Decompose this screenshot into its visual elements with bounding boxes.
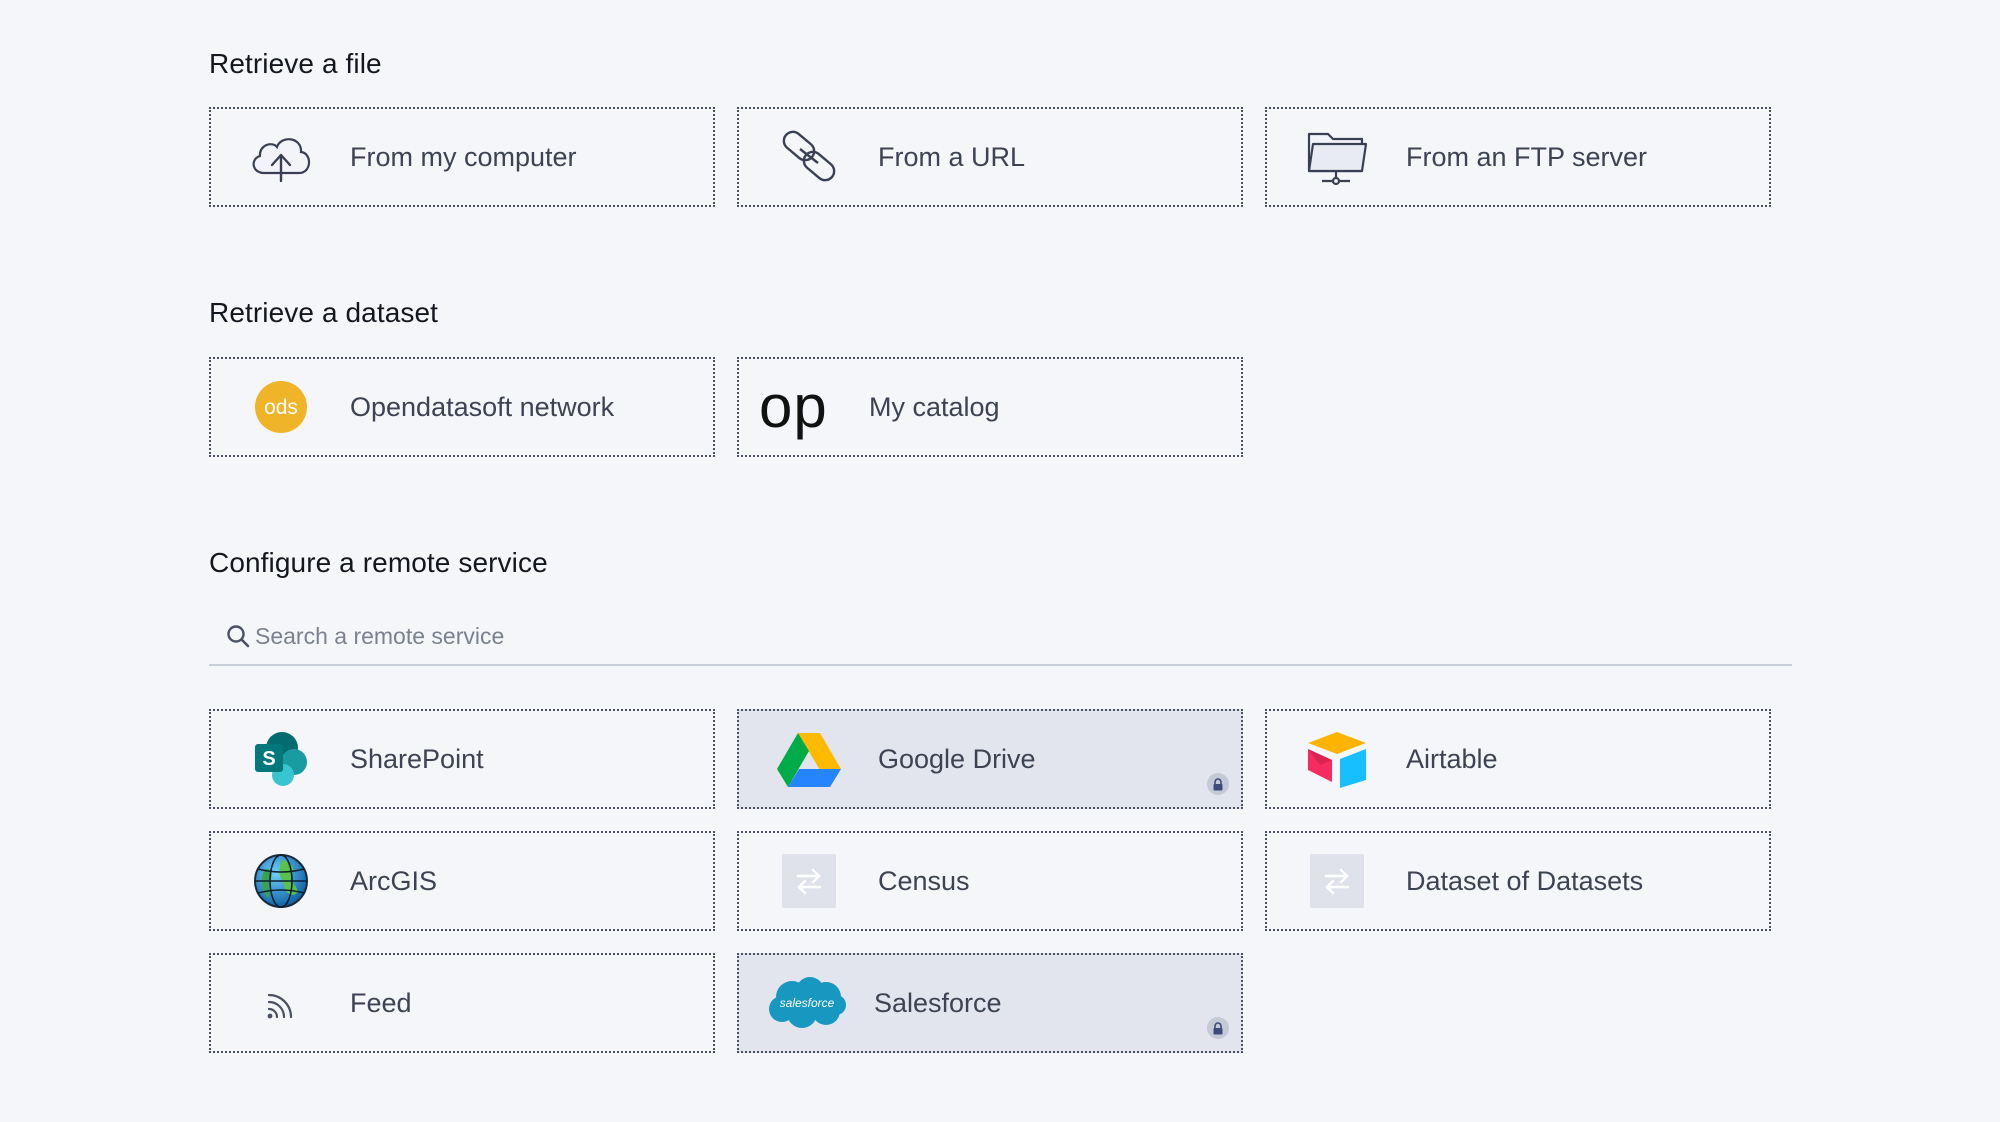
rss-feed-icon [240, 962, 322, 1044]
card-sharepoint[interactable]: S SharePoint [209, 709, 715, 809]
sharepoint-icon: S [240, 718, 322, 800]
airtable-icon [1296, 718, 1378, 800]
card-label: Salesforce [874, 987, 1002, 1018]
card-from-my-computer[interactable]: From my computer [209, 107, 715, 207]
card-google-drive[interactable]: Google Drive [737, 709, 1243, 809]
cloud-upload-icon [240, 116, 322, 198]
arcgis-globe-icon [240, 840, 322, 922]
card-salesforce[interactable]: salesforce Salesforce [737, 953, 1243, 1053]
google-drive-icon [768, 718, 850, 800]
exchange-arrows-icon [1296, 840, 1378, 922]
svg-text:ods: ods [264, 396, 298, 419]
folder-network-icon [1296, 116, 1378, 198]
svg-text:salesforce: salesforce [780, 996, 835, 1010]
card-label: Feed [350, 987, 412, 1018]
section-title-retrieve-file: Retrieve a file [209, 48, 382, 79]
card-my-catalog[interactable]: op My catalog [737, 357, 1243, 457]
card-arcgis[interactable]: ArcGIS [209, 831, 715, 931]
card-label: From a URL [878, 141, 1026, 172]
svg-text:S: S [262, 748, 275, 770]
op-logo-icon: op [759, 366, 850, 448]
card-opendatasoft-network[interactable]: ods Opendatasoft network [209, 357, 715, 457]
link-chain-icon [768, 116, 850, 198]
op-logo-text: op [759, 373, 828, 440]
card-label: Dataset of Datasets [1406, 865, 1644, 896]
card-label: From an FTP server [1406, 141, 1648, 172]
lock-icon [1207, 1017, 1229, 1039]
card-label: From my computer [350, 141, 577, 172]
section-title-remote-service: Configure a remote service [209, 547, 548, 578]
section-title-retrieve-dataset: Retrieve a dataset [209, 297, 439, 328]
card-from-a-url[interactable]: From a URL [737, 107, 1243, 207]
card-label: My catalog [869, 391, 1000, 422]
card-feed[interactable]: Feed [209, 953, 715, 1053]
exchange-arrows-icon [768, 840, 850, 922]
salesforce-icon: salesforce [763, 962, 851, 1044]
search-remote-service [209, 608, 1792, 666]
card-dataset-of-datasets[interactable]: Dataset of Datasets [1265, 831, 1771, 931]
card-label: Airtable [1406, 743, 1498, 774]
search-input[interactable] [255, 622, 1755, 650]
lock-icon [1207, 773, 1229, 795]
card-from-an-ftp-server[interactable]: From an FTP server [1265, 107, 1771, 207]
search-icon [225, 623, 251, 649]
card-label: Google Drive [878, 743, 1036, 774]
card-airtable[interactable]: Airtable [1265, 709, 1771, 809]
card-label: Census [878, 865, 970, 896]
card-label: ArcGIS [350, 865, 438, 896]
ods-logo-icon: ods [240, 366, 322, 448]
card-label: Opendatasoft network [350, 391, 615, 422]
card-label: SharePoint [350, 743, 484, 774]
card-census[interactable]: Census [737, 831, 1243, 931]
